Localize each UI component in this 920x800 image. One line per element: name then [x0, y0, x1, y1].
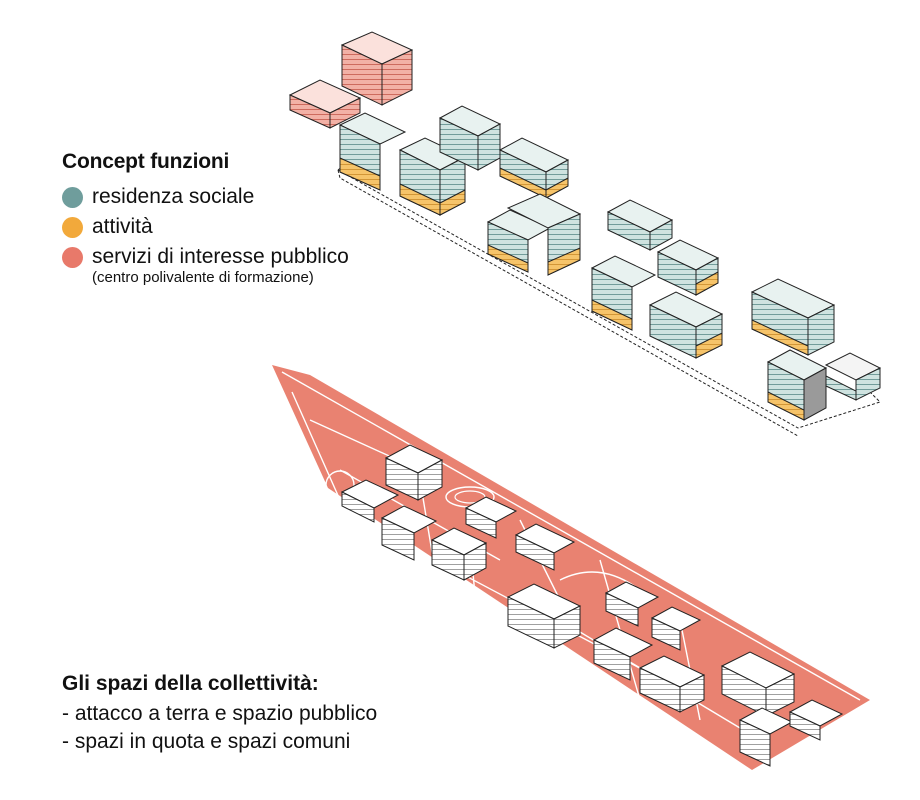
caption-line-ground: - attacco a terra e spazio pubblico — [62, 702, 378, 725]
legend-title: Concept funzioni — [62, 150, 230, 173]
legend-note: (centro polivalente di formazione) — [92, 269, 314, 286]
building-block-d — [606, 199, 720, 296]
caption-title: Gli spazi della collettività: — [62, 672, 319, 695]
caption-line-elevated: - spazi in quota e spazi comuni — [62, 730, 351, 753]
building-block-c — [486, 193, 582, 276]
building-service-top — [288, 31, 414, 129]
residential-swatch — [62, 186, 83, 208]
functions-legend: Concept funzioni residenza sociale attiv… — [62, 150, 349, 286]
legend-item-activity: attività — [62, 212, 349, 242]
collective-spaces-axonometry — [272, 365, 870, 770]
services-swatch — [62, 246, 83, 268]
building-block-e — [590, 255, 724, 359]
building-block-a — [338, 112, 467, 216]
building-block-b — [438, 105, 570, 199]
legend-item-residential: residenza sociale — [62, 182, 349, 212]
collective-spaces-caption: Gli spazi della collettività: - attacco … — [62, 672, 377, 756]
activity-swatch — [62, 216, 83, 238]
legend-label-activity: attività — [92, 215, 153, 238]
legend-item-services: servizi di interesse pubblico — [62, 242, 349, 272]
building-block-f — [750, 278, 882, 421]
legend-label-residential: residenza sociale — [92, 185, 255, 208]
white-buildings — [340, 444, 844, 767]
functions-axonometry — [288, 31, 882, 437]
plaza-circle — [325, 470, 355, 500]
legend-label-services: servizi di interesse pubblico — [92, 245, 349, 268]
